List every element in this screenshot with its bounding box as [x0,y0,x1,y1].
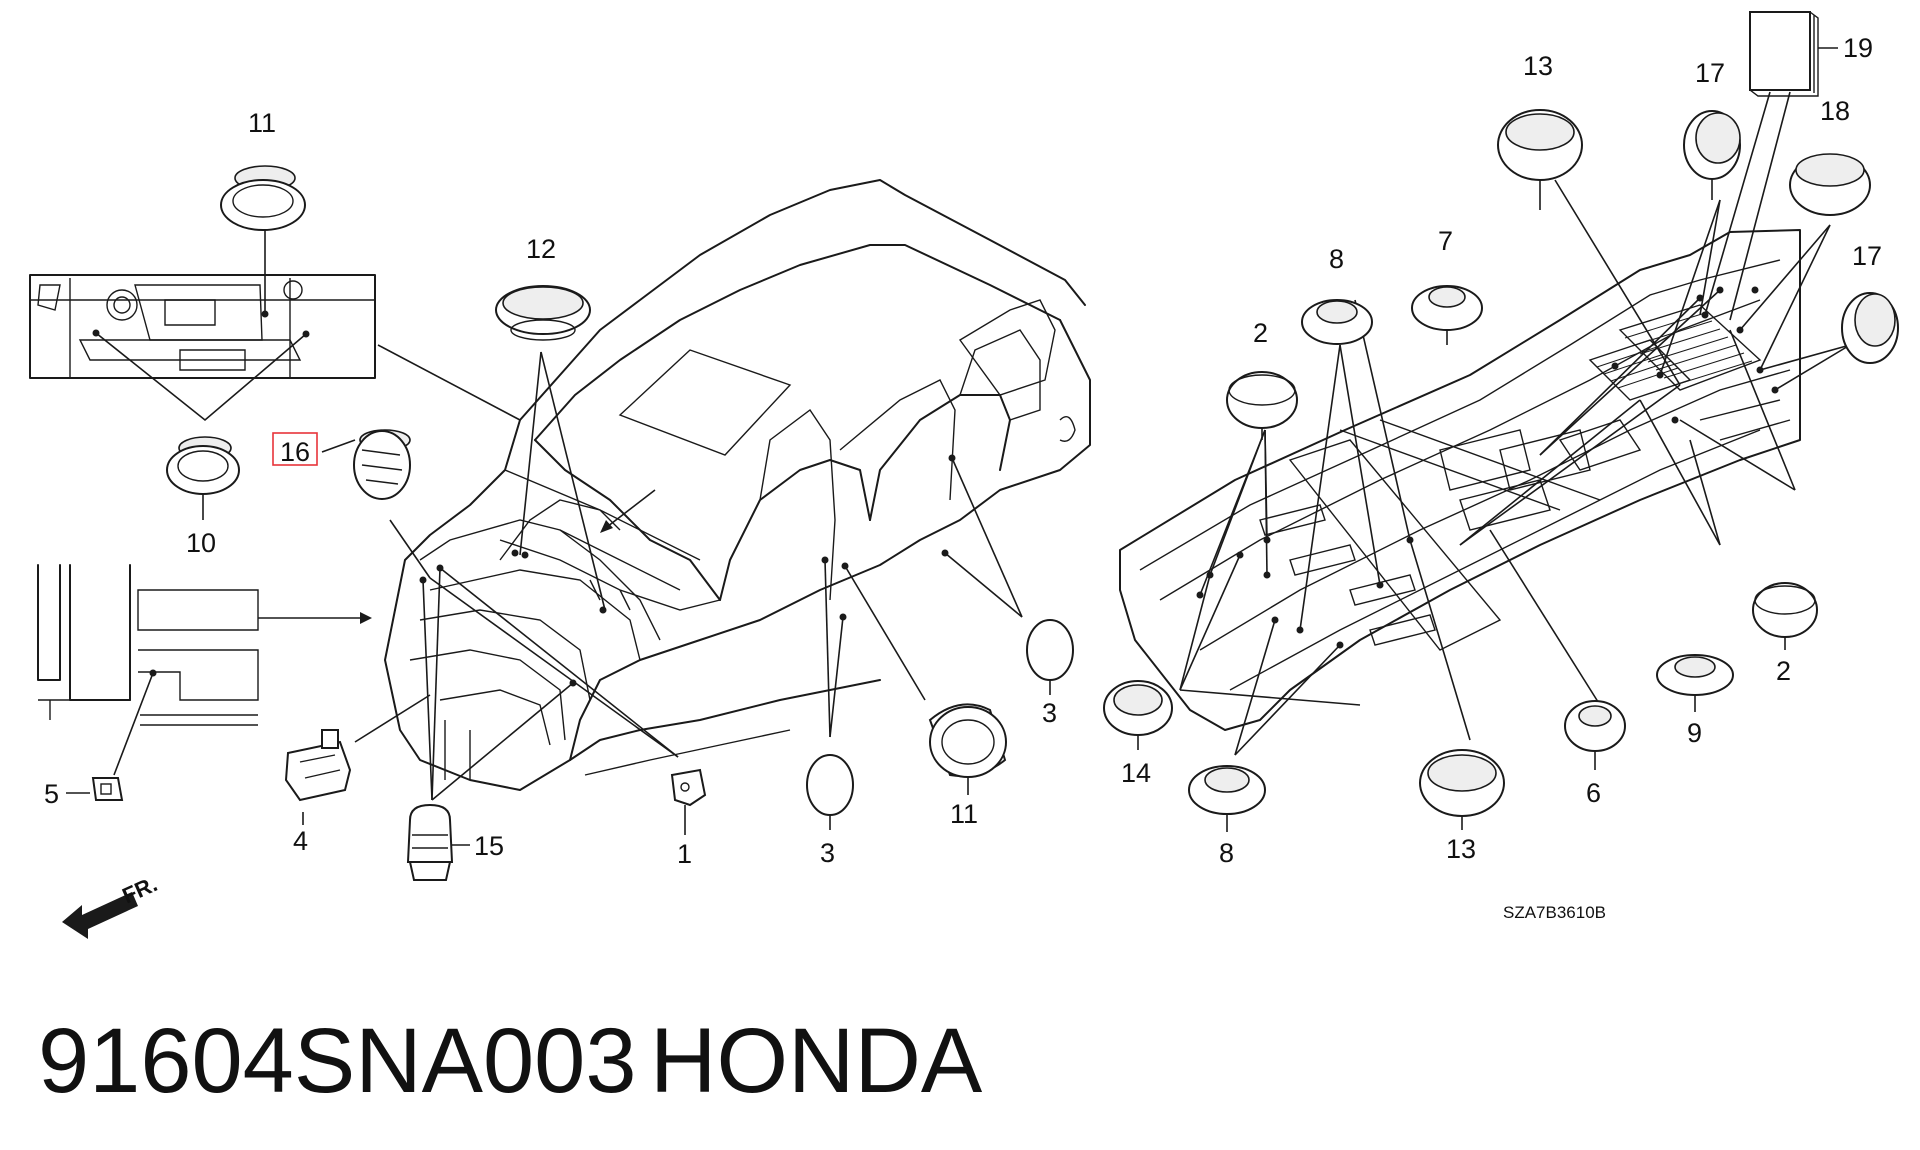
callout-3-center: 3 [820,838,835,868]
callout-17-top: 17 [1695,58,1725,88]
floor-pan [1119,229,1801,731]
callout-18: 18 [1820,96,1850,126]
part-3-plug-right [1026,619,1074,681]
part-6-grommet [1564,700,1626,752]
part-17-grommet-right [1841,292,1899,364]
part-12-grommet [495,285,591,341]
part-8-grommet-bottom [1188,765,1266,815]
part-17-grommet-top [1683,110,1741,180]
part-1-clip [670,768,707,807]
part-11-grommet-center [928,703,1007,778]
footer-part-number: 91604SNA003 [38,1010,637,1112]
part-14-grommet [1103,680,1173,736]
callout-15: 15 [474,831,504,861]
callout-9: 9 [1687,718,1702,748]
part-8-grommet-top [1301,299,1373,345]
callout-12: 12 [526,234,556,264]
part-2-plug-left [1226,371,1298,429]
part-18-grommet [1789,153,1871,216]
callout-2-right: 2 [1776,656,1791,686]
callout-1: 1 [677,839,692,869]
footer-brand: HONDA [650,1010,983,1112]
part-5-clip [91,777,124,801]
callout-4: 4 [293,826,308,856]
part-13-grommet-top [1497,109,1583,181]
part-16-highlight-box [272,432,318,466]
part-9-grommet [1656,654,1734,696]
callout-13-bottom: 13 [1446,834,1476,864]
callout-11-top: 11 [248,108,276,138]
callout-8-bottom: 8 [1219,838,1234,868]
callout-13-top: 13 [1523,51,1553,81]
callout-10: 10 [186,528,216,558]
callout-8-top: 8 [1329,244,1344,274]
callout-17-right: 17 [1852,241,1882,271]
callout-7: 7 [1438,226,1453,256]
part-3-plug-center [806,754,854,816]
part-11-grommet-top [220,165,306,231]
diagram-code: SZA7B3610B [1503,903,1606,922]
part-4-bracket [284,729,352,802]
part-7-grommet [1411,285,1483,331]
part-13-grommet-bottom [1419,749,1505,817]
part-16-grommet [353,429,411,500]
callout-14: 14 [1121,758,1151,788]
callout-5: 5 [44,779,59,809]
part-15-plug [406,803,454,881]
part-19-pad [1749,11,1819,97]
callout-6: 6 [1586,778,1601,808]
callout-2-left: 2 [1253,318,1268,348]
callout-16: 16 [280,437,310,467]
firewall-inset [29,274,376,379]
callout-19: 19 [1843,33,1873,63]
vehicle-body [384,179,1091,791]
callout-11-center: 11 [950,799,978,829]
front-direction-arrow: FR. [62,871,161,939]
callout-3-right: 3 [1042,698,1057,728]
floor-detail-inset [37,564,259,726]
part-10-grommet [166,436,240,495]
part-2-plug-right [1752,582,1818,638]
